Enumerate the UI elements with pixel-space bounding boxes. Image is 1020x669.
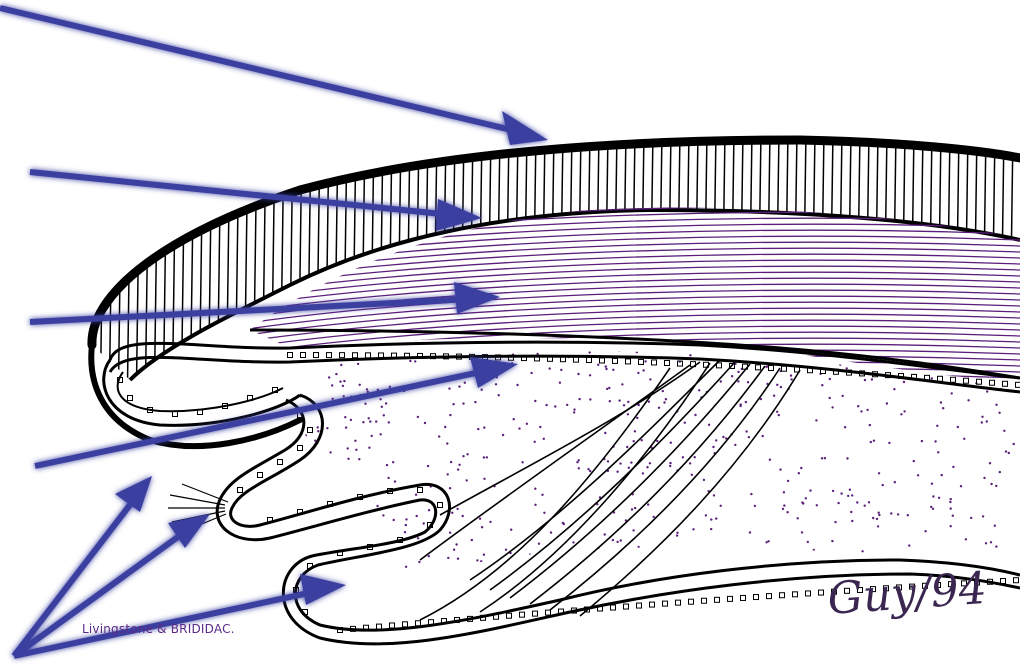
arrow-1 — [0, 8, 548, 145]
horizontal-striated-band — [240, 206, 1020, 426]
dotted-interior — [279, 349, 1015, 571]
fiber-bundle — [420, 360, 800, 620]
illustrator-credit: Livingstone & BRIDIDAC. — [82, 622, 235, 636]
outer-dark-layer — [91, 140, 1020, 446]
